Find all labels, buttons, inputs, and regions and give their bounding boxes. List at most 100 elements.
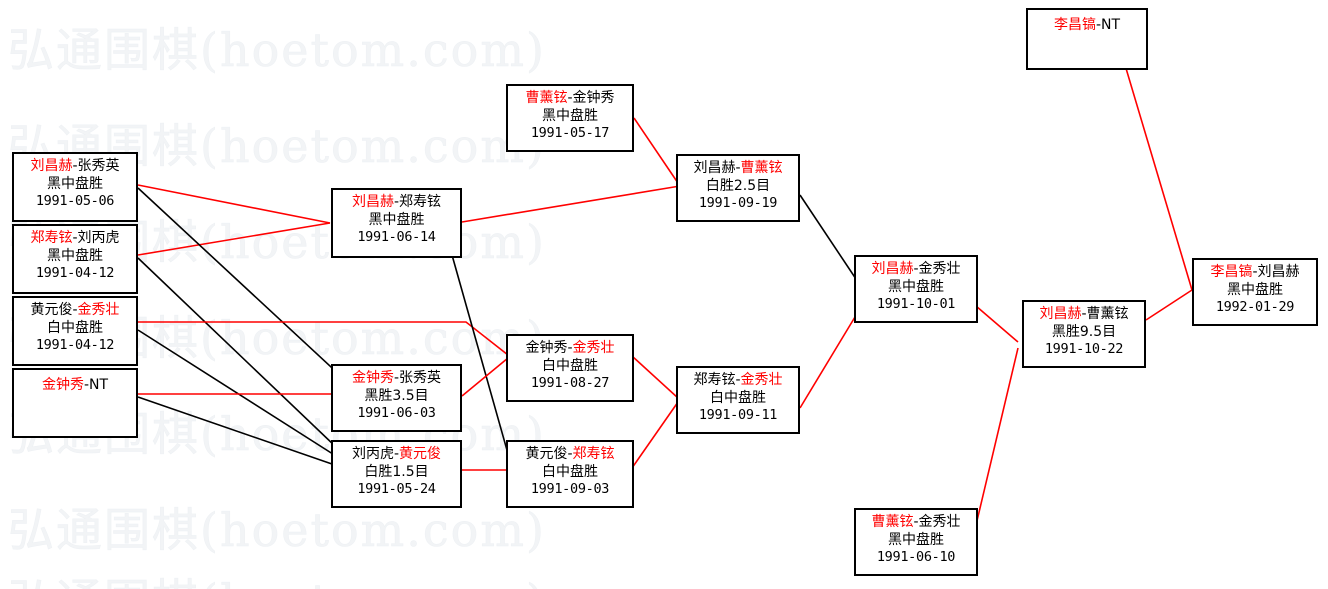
winner-name: 李昌镐 xyxy=(1210,264,1253,280)
date-line: 1991-09-19 xyxy=(698,195,778,212)
winner-name: 黄元俊 xyxy=(399,446,442,462)
date-line: 1991-05-17 xyxy=(530,125,610,142)
players-line: 曹薰铉-金秀壮 xyxy=(856,513,976,531)
result-line: 黑中盘胜 xyxy=(47,176,103,193)
players-line: 李昌镐-NT xyxy=(1054,16,1120,34)
players-line: 金钟秀-金秀壮 xyxy=(508,339,632,357)
date-line: 1992-01-29 xyxy=(1215,299,1295,316)
loser-name: 刘丙虎 xyxy=(77,230,120,246)
edge-n15-n17 xyxy=(1145,289,1193,321)
loser-name: 刘丙虎 xyxy=(351,446,394,462)
winner-name: 刘昌赫 xyxy=(351,194,394,210)
separator: - xyxy=(567,90,573,106)
match-node-n11[interactable]: 刘昌赫-曹薰铉 白胜2.5目 1991-09-19 xyxy=(676,154,800,222)
players-line: 刘昌赫-张秀英 xyxy=(14,157,136,175)
match-node-n1[interactable]: 刘昌赫-张秀英 黑中盘胜 1991-05-06 xyxy=(12,152,138,222)
winner-name: 曹薰铉 xyxy=(871,514,914,530)
winner-name: 刘昌赫 xyxy=(30,158,73,174)
edge-n2-n7 xyxy=(137,257,359,469)
match-node-n2[interactable]: 郑寿铉-刘丙虎 黑中盘胜 1991-04-12 xyxy=(12,224,138,294)
result-line: 黑中盘胜 xyxy=(888,532,944,549)
separator: - xyxy=(1095,17,1102,33)
edge-n13-n15 xyxy=(975,305,1019,343)
separator: - xyxy=(1252,264,1258,280)
separator: - xyxy=(393,194,400,210)
loser-name: 黄元俊 xyxy=(525,446,568,462)
separator: - xyxy=(72,158,78,174)
players-line: 郑寿铉-金秀壮 xyxy=(678,371,798,389)
winner-name: 刘昌赫 xyxy=(871,261,914,277)
winner-name: 金秀壮 xyxy=(77,302,120,318)
separator: - xyxy=(567,446,573,462)
result-line: 黑中盘胜 xyxy=(888,279,944,296)
date-line: 1991-05-06 xyxy=(35,193,115,210)
separator: - xyxy=(393,446,400,462)
separator: - xyxy=(83,377,90,393)
edge-n4-n7 xyxy=(137,396,359,474)
loser-name: 曹薰铉 xyxy=(1086,306,1129,322)
winner-name: 金钟秀 xyxy=(351,370,394,386)
date-line: 1991-06-14 xyxy=(357,229,436,246)
players-line: 李昌镐-刘昌赫 xyxy=(1194,263,1316,281)
match-node-n3[interactable]: 黄元俊-金秀壮 白中盘胜 1991-04-12 xyxy=(12,296,138,366)
separator: - xyxy=(735,372,741,388)
loser-name: 张秀英 xyxy=(77,158,120,174)
players-line: 金钟秀-NT xyxy=(42,376,108,394)
separator: - xyxy=(393,370,400,386)
separator: - xyxy=(1081,306,1087,322)
date-line: 1991-06-10 xyxy=(876,549,956,566)
match-node-n13[interactable]: 刘昌赫-金秀壮 黑中盘胜 1991-10-01 xyxy=(854,255,978,323)
match-node-n9[interactable]: 金钟秀-金秀壮 白中盘胜 1991-08-27 xyxy=(506,334,634,402)
loser-name: 刘昌赫 xyxy=(693,160,736,176)
edge-n5-n10 xyxy=(451,254,513,469)
separator: - xyxy=(913,514,919,530)
winner-name: 曹薰铉 xyxy=(740,160,783,176)
match-node-n12[interactable]: 郑寿铉-金秀壮 白中盘胜 1991-09-11 xyxy=(676,366,800,434)
match-node-n6[interactable]: 金钟秀-张秀英 黑胜3.5目 1991-06-03 xyxy=(331,364,462,432)
date-line: 1991-04-12 xyxy=(35,337,115,354)
date-line: 1991-06-03 xyxy=(357,405,436,422)
match-node-n4[interactable]: 金钟秀-NT xyxy=(12,368,138,438)
date-line: 1991-09-11 xyxy=(698,407,778,424)
separator: - xyxy=(72,230,78,246)
result-line: 白中盘胜 xyxy=(542,358,598,375)
loser-name: 黄元俊 xyxy=(30,302,73,318)
edge-n3-n9 xyxy=(138,321,509,356)
match-node-n7[interactable]: 刘丙虎-黄元俊 白胜1.5目 1991-05-24 xyxy=(331,440,462,508)
result-line: 白中盘胜 xyxy=(710,390,766,407)
result-line: 白中盘胜 xyxy=(47,320,103,337)
result-line: 白中盘胜 xyxy=(542,464,598,481)
watermark-text: 弘通围棋(hoetom.com) xyxy=(8,503,546,558)
winner-name: 李昌镐 xyxy=(1053,17,1096,33)
edge-n10-n12 xyxy=(631,401,679,469)
edge-n3-n7 xyxy=(137,329,359,471)
winner-name: 金秀壮 xyxy=(740,372,783,388)
bye-label: NT xyxy=(1101,17,1121,33)
match-node-n10[interactable]: 黄元俊-郑寿铉 白中盘胜 1991-09-03 xyxy=(506,440,634,508)
loser-name: 刘昌赫 xyxy=(1257,264,1300,280)
players-line: 刘昌赫-曹薰铉 xyxy=(678,159,798,177)
result-line: 黑中盘胜 xyxy=(368,212,425,229)
date-line: 1991-08-27 xyxy=(530,375,610,392)
players-line: 刘昌赫-郑寿铉 xyxy=(333,193,460,211)
match-node-n5[interactable]: 刘昌赫-郑寿铉 黑中盘胜 1991-06-14 xyxy=(331,188,462,258)
players-line: 刘昌赫-曹薰铉 xyxy=(1024,305,1144,323)
edge-n5-n11 xyxy=(461,185,681,223)
result-line: 黑中盘胜 xyxy=(1227,282,1283,299)
match-node-n8[interactable]: 曹薰铉-金钟秀 黑中盘胜 1991-05-17 xyxy=(506,84,634,152)
match-node-n14[interactable]: 曹薰铉-金秀壮 黑中盘胜 1991-06-10 xyxy=(854,508,978,576)
loser-name: 郑寿铉 xyxy=(693,372,736,388)
result-line: 黑胜3.5目 xyxy=(364,388,429,405)
winner-name: 曹薰铉 xyxy=(525,90,568,106)
result-line: 白胜1.5目 xyxy=(364,464,429,481)
match-node-n15[interactable]: 刘昌赫-曹薰铉 黑胜9.5目 1991-10-22 xyxy=(1022,300,1146,368)
loser-name: 郑寿铉 xyxy=(399,194,442,210)
players-line: 金钟秀-张秀英 xyxy=(333,369,460,387)
match-node-n16[interactable]: 李昌镐-NT xyxy=(1026,8,1148,70)
result-line: 黑中盘胜 xyxy=(542,108,598,125)
separator: - xyxy=(735,160,741,176)
players-line: 郑寿铉-刘丙虎 xyxy=(14,229,136,247)
match-node-n17[interactable]: 李昌镐-刘昌赫 黑中盘胜 1992-01-29 xyxy=(1192,258,1318,326)
edge-n8-n11 xyxy=(633,117,681,187)
